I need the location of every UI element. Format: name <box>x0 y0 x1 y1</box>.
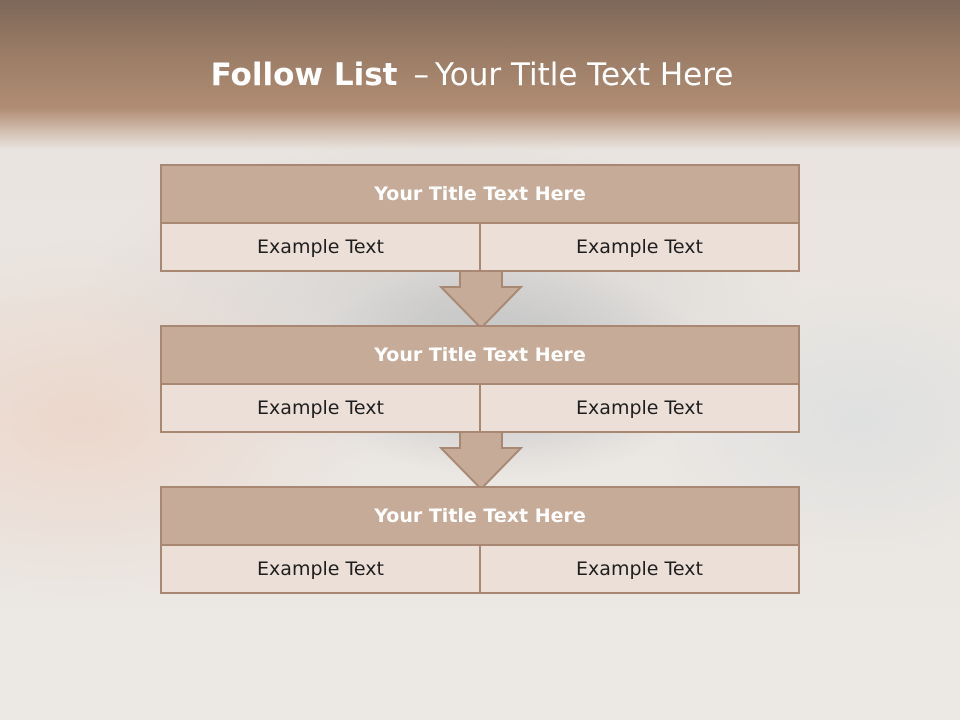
title-rest: Your Title Text Here <box>434 57 734 93</box>
block-title: Your Title Text Here <box>162 166 798 224</box>
block-title: Your Title Text Here <box>162 488 798 546</box>
page-title: Follow List–Your Title Text Here <box>0 52 944 98</box>
header-band <box>0 0 960 150</box>
block-cell-right: Example Text <box>479 546 798 592</box>
block-cell-left: Example Text <box>162 385 479 431</box>
block-cell-right: Example Text <box>479 224 798 270</box>
title-separator: – <box>413 57 429 93</box>
block-row: Example Text Example Text <box>162 546 798 592</box>
down-arrow-icon <box>438 270 524 330</box>
title-bold-part: Follow List <box>210 57 398 93</box>
block-cell-left: Example Text <box>162 224 479 270</box>
block-row: Example Text Example Text <box>162 385 798 431</box>
block-cell-right: Example Text <box>479 385 798 431</box>
list-block-3: Your Title Text Here Example Text Exampl… <box>160 486 800 594</box>
list-block-1: Your Title Text Here Example Text Exampl… <box>160 164 800 272</box>
down-arrow-icon <box>438 431 524 491</box>
block-cell-left: Example Text <box>162 546 479 592</box>
block-row: Example Text Example Text <box>162 224 798 270</box>
list-block-2: Your Title Text Here Example Text Exampl… <box>160 325 800 433</box>
block-title: Your Title Text Here <box>162 327 798 385</box>
